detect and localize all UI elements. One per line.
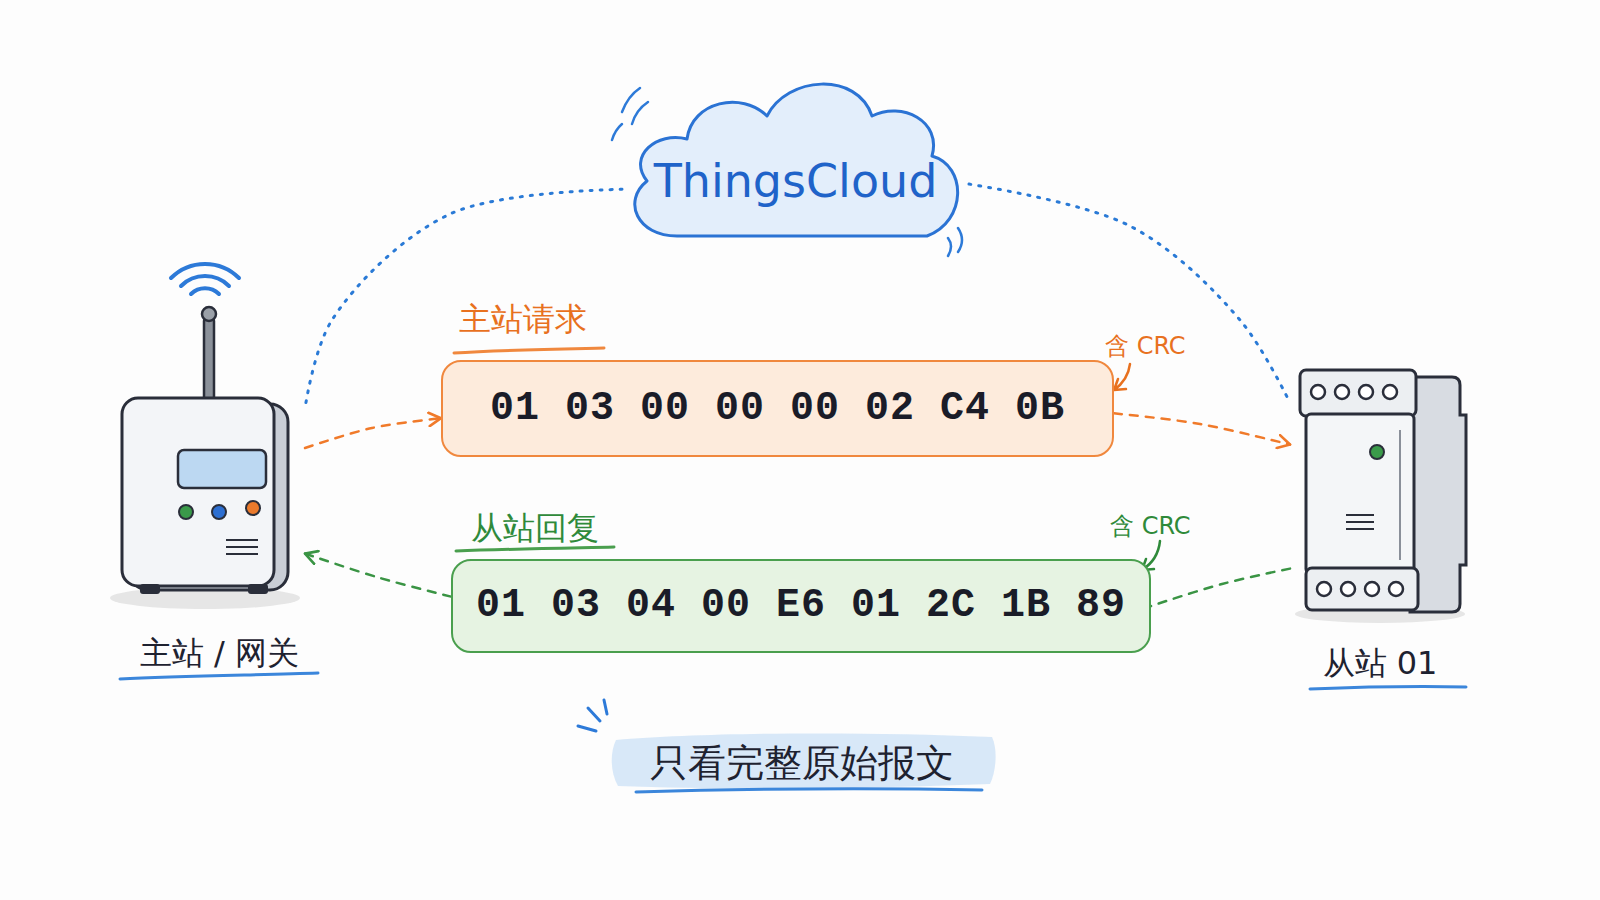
device-label: 从站 01 <box>1290 645 1470 682</box>
button <box>246 501 260 515</box>
heading-underline <box>454 348 604 353</box>
hex-frame: 01 03 00 00 00 02 C4 0B <box>443 386 1112 432</box>
gateway-illustration <box>110 264 318 679</box>
slave-node: 从站 01 <box>1290 300 1470 695</box>
crc-note: 含 CRC <box>1105 330 1186 362</box>
module-edge <box>1399 430 1401 560</box>
request-arrow <box>305 418 441 448</box>
reply-arrow <box>305 554 451 597</box>
device-label: 主站 / 网关 <box>122 635 317 672</box>
slave-illustration <box>1295 370 1466 689</box>
terminal-screw <box>1317 582 1331 596</box>
accent-ticks <box>578 700 607 731</box>
request-frame-box: 主站请求01 03 00 00 00 02 C4 0B <box>441 360 1114 457</box>
terminal-screw <box>1389 582 1403 596</box>
terminal-screw <box>1341 582 1355 596</box>
caption: 只看完整原始报文 <box>612 738 992 789</box>
terminal-screw <box>1335 385 1349 399</box>
device-front <box>122 398 274 586</box>
reply-line <box>1151 569 1290 606</box>
frame-heading: 主站请求 <box>459 301 587 338</box>
label-underline <box>120 673 318 679</box>
vent-lines <box>1346 515 1374 529</box>
device-screen <box>178 450 266 488</box>
terminal-screw <box>1383 385 1397 399</box>
pointer-arrow <box>1114 364 1130 390</box>
terminal-screw <box>1311 385 1325 399</box>
reply-frame-box: 从站回复01 03 04 00 E6 01 2C 1B 89 <box>451 559 1151 653</box>
cloud-name: ThingsCloud <box>622 155 969 208</box>
caption-highlight <box>612 733 996 788</box>
motion-stroke <box>948 228 962 256</box>
antenna <box>204 318 214 402</box>
wifi-arc <box>171 264 239 278</box>
crc-note: 含 CRC <box>1110 510 1191 542</box>
button <box>212 505 226 519</box>
wifi-arc <box>181 276 229 286</box>
caption-underline <box>636 789 982 792</box>
status-led <box>1370 445 1384 459</box>
vent-lines <box>226 540 258 554</box>
module-front <box>1306 414 1414 574</box>
motion-stroke <box>612 88 648 140</box>
cloud-node: ThingsCloud <box>622 71 969 245</box>
gateway-node: 主站 / 网关 <box>110 250 305 690</box>
terminal-block <box>1306 568 1418 610</box>
frame-heading: 从站回复 <box>471 510 599 547</box>
device-foot <box>248 584 268 594</box>
wifi-arc <box>191 288 219 294</box>
button <box>179 505 193 519</box>
label-underline <box>1310 687 1466 689</box>
device-foot <box>140 584 160 594</box>
request-arrow <box>1114 413 1290 444</box>
antenna-tip <box>202 307 216 321</box>
hex-frame: 01 03 04 00 E6 01 2C 1B 89 <box>453 583 1149 629</box>
heading-underline <box>456 547 614 551</box>
terminal-screw <box>1359 385 1373 399</box>
terminal-block <box>1300 370 1416 416</box>
terminal-screw <box>1365 582 1379 596</box>
